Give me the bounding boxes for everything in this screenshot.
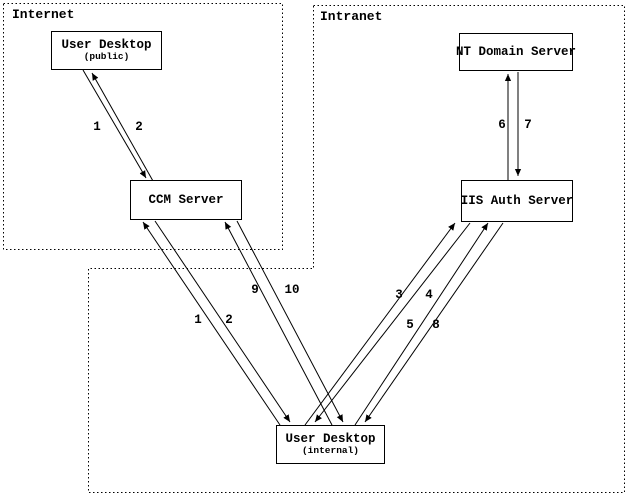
edge-label-2-internal: 2 (225, 313, 233, 327)
node-ccm-server-label: CCM Server (148, 192, 224, 207)
intranet-zone-label: Intranet (320, 9, 383, 24)
node-user-desktop-public: User Desktop (public) (51, 31, 162, 70)
arrow-10-ccm-to-internal-desktop (236, 220, 344, 423)
node-user-desktop-public-sublabel: (public) (83, 51, 130, 63)
arrow-4-iis-to-internal-desktop (314, 222, 471, 423)
arrow-8-iis-to-internal-desktop (364, 222, 504, 423)
edge-label-1-internal: 1 (194, 313, 202, 327)
node-iis-auth-server-label: IIS Auth Server (460, 193, 574, 208)
edge-label-8: 8 (432, 318, 440, 332)
arrow-9-internal-desktop-to-ccm (224, 221, 333, 426)
edge-label-7: 7 (524, 118, 532, 132)
node-ccm-server: CCM Server (130, 180, 242, 220)
arrow-3-internal-desktop-to-iis (304, 222, 456, 426)
internet-zone-label: Internet (12, 7, 75, 22)
edge-label-5: 5 (406, 318, 414, 332)
node-user-desktop-internal: User Desktop (internal) (276, 425, 385, 464)
node-user-desktop-internal-sublabel: (internal) (301, 445, 359, 457)
internet-zone-border (3, 3, 283, 250)
edge-label-1-public: 1 (93, 120, 101, 134)
edge-label-6: 6 (498, 118, 506, 132)
edge-label-4: 4 (425, 288, 433, 302)
node-user-desktop-internal-label: User Desktop (285, 432, 376, 447)
edge-label-10: 10 (284, 283, 299, 297)
node-nt-domain-server-label: NT Domain Server (455, 44, 577, 59)
edge-label-3: 3 (395, 288, 403, 302)
node-nt-domain-server: NT Domain Server (455, 33, 577, 71)
arrow-2-ccm-to-public-desktop (91, 72, 154, 182)
node-iis-auth-server: IIS Auth Server (461, 180, 573, 222)
intranet-zone-border (88, 5, 625, 493)
edge-label-2-public: 2 (135, 120, 143, 134)
arrow-2-ccm-to-internal-desktop (154, 220, 291, 423)
arrow-1-public-desktop-to-ccm (82, 69, 147, 179)
arrow-1-internal-desktop-to-ccm (142, 221, 281, 426)
edge-label-9: 9 (251, 283, 259, 297)
arrow-5-internal-desktop-to-iis (354, 222, 489, 426)
node-user-desktop-public-label: User Desktop (61, 38, 152, 53)
